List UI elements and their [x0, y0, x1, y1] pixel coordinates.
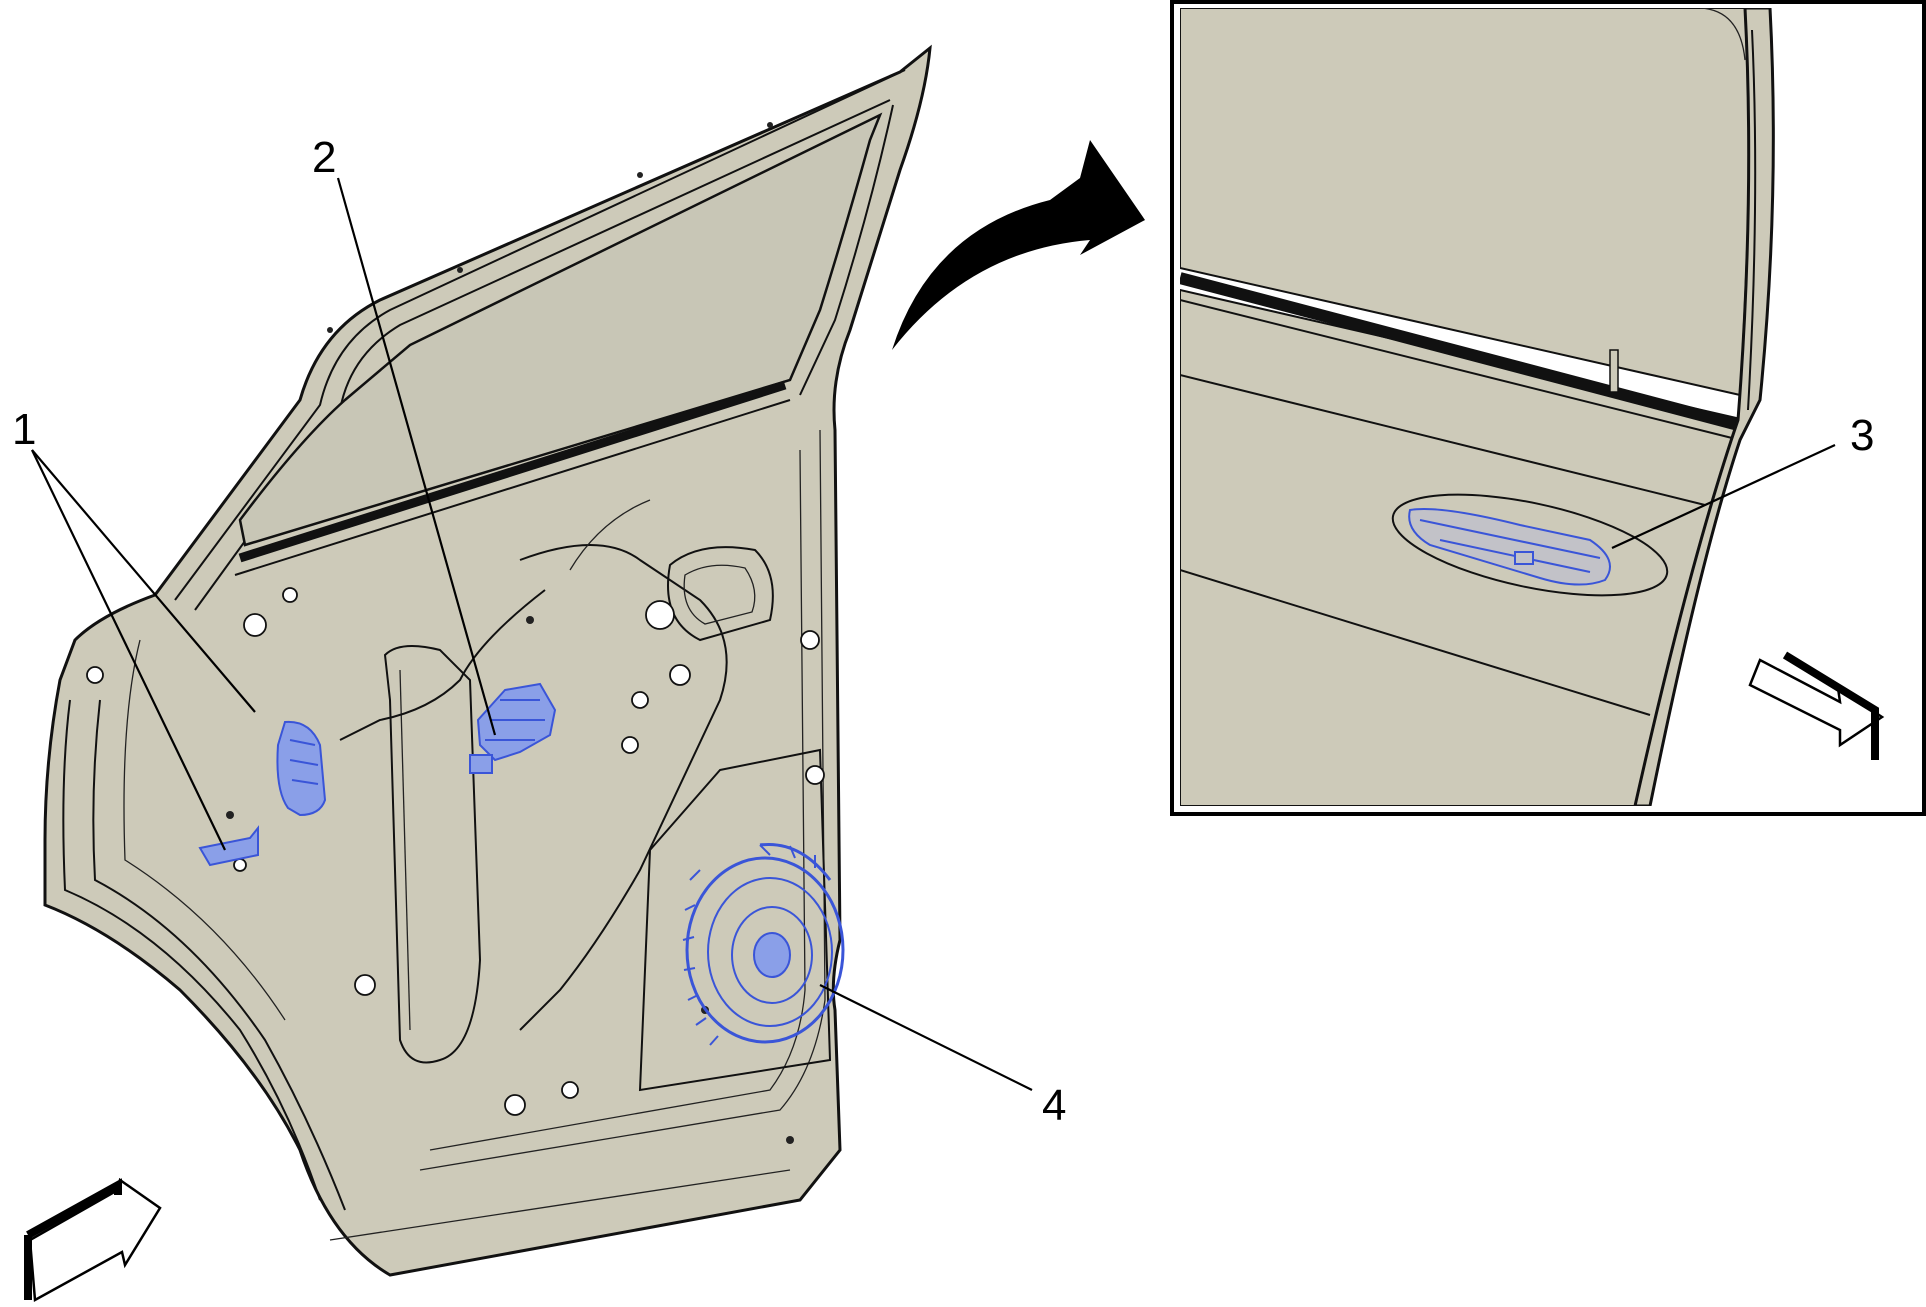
belt-molding [1180, 272, 1740, 431]
door-frame-rib [174, 69, 906, 601]
callout-4: 4 [1042, 1081, 1066, 1130]
curved-arrow-icon [892, 140, 1145, 350]
window-cable [339, 589, 546, 741]
window-glass [238, 112, 883, 547]
leader-lines [31, 177, 1836, 1091]
detail-inset [1170, 0, 1926, 816]
callout-2: 2 [312, 133, 336, 182]
access-opening [383, 645, 482, 1064]
view-direction-arrow-icon [24, 1177, 162, 1303]
callout-3: 3 [1850, 411, 1874, 460]
window-belt-seal [238, 380, 787, 563]
door-speaker [682, 842, 845, 1046]
view-direction-arrow-icon [1748, 651, 1885, 760]
door-lock-striker [198, 825, 259, 867]
callout-1: 1 [12, 405, 36, 454]
rear-door-inner-view [24, 44, 932, 1303]
speaker-mount-plate [638, 748, 832, 1092]
outside-door-handle [1391, 493, 1669, 597]
